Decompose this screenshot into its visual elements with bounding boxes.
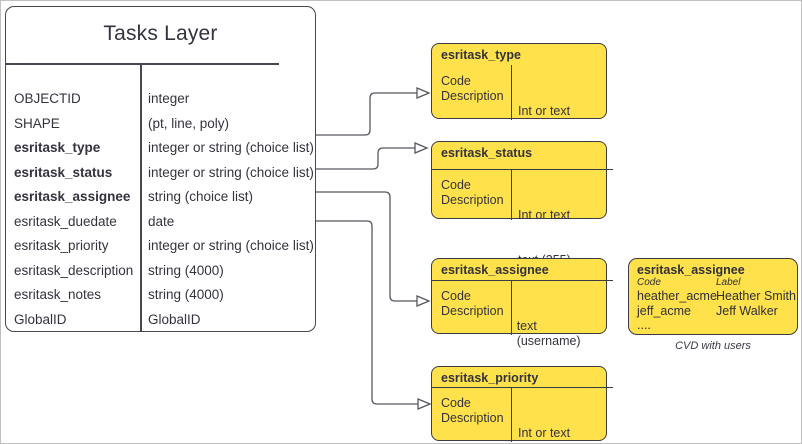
cvd-label-value: Heather Smith (716, 289, 796, 303)
field-type: integer (148, 91, 190, 106)
field-row: esritask_duedate date (6, 210, 315, 235)
open-arrowhead-icon (416, 87, 431, 99)
field-name: esritask_type (14, 140, 101, 155)
cvd-label-header: Label (716, 277, 741, 288)
field-name: esritask_description (14, 262, 134, 278)
domain-code-label: Code (441, 396, 471, 410)
field-name: GlobalID (14, 311, 67, 327)
domain-title: esritask_type (441, 48, 521, 62)
field-type: string (choice list) (148, 189, 254, 204)
field-type: (pt, line, poly) (148, 115, 230, 131)
domain-description-label: Description (441, 304, 504, 318)
field-type: string (4000) (148, 262, 224, 278)
field-name: esritask_assignee (14, 189, 131, 204)
domain-title-divider (431, 387, 613, 389)
domain-column-divider (511, 280, 513, 335)
domain-code-label: Code (441, 178, 471, 192)
domain-column-divider (511, 65, 513, 120)
open-arrowhead-icon (416, 295, 431, 307)
field-row: OBJECTID integer (6, 87, 315, 112)
entity-title-divider (5, 63, 279, 65)
domain-title-divider (431, 280, 613, 282)
field-type: integer or string (choice list) (148, 238, 314, 253)
tasks-layer-entity[interactable]: Tasks Layer OBJECTID integer SHAPE (pt, li… (5, 6, 316, 332)
domain-column-divider (511, 387, 513, 442)
cvd-caption: CVD with users (675, 340, 751, 352)
field-name: esritask_status (14, 164, 113, 180)
domain-title: esritask_assignee (441, 263, 549, 277)
field-type: integer or string (choice list) (148, 164, 314, 180)
field-row: esritask_status integer or string (choice… (6, 161, 315, 186)
domain-type-line: Int or text (518, 208, 571, 222)
field-name: SHAPE (14, 115, 60, 131)
field-row: esritask_type integer or string (choice l… (6, 136, 315, 161)
domain-code-label: Code (441, 74, 471, 88)
field-name: esritask_priority (14, 238, 109, 253)
domain-box-esritask-status[interactable]: esritask_status Code Description Int or … (431, 141, 613, 267)
domain-title: esritask_priority (441, 371, 539, 385)
open-arrowhead-icon (414, 142, 429, 154)
domain-type-line: text (username) (516, 319, 581, 348)
connector-esritask-priority (316, 220, 418, 405)
cvd-ellipsis: .... (637, 318, 651, 332)
domain-column-divider (511, 169, 513, 220)
open-arrowhead-icon (417, 398, 432, 410)
connector-esritask-type (316, 92, 417, 136)
field-type: string (4000) (148, 287, 224, 302)
field-row: esritask_notes string (4000) (6, 283, 315, 308)
connector-esritask-assignee (316, 191, 417, 302)
field-row: esritask_assignee string (choice list) (6, 185, 315, 210)
entity-column-divider (140, 63, 142, 331)
domain-description-label: Description (441, 193, 504, 207)
field-name: esritask_duedate (14, 213, 117, 229)
field-type: GlobalID (148, 311, 201, 327)
field-type: date (148, 213, 175, 229)
domain-title-divider (431, 169, 613, 171)
domain-type-line: Int or text (518, 104, 571, 118)
domain-box-esritask-assignee[interactable]: esritask_assignee Code Description text … (431, 258, 613, 393)
field-name: OBJECTID (14, 91, 81, 106)
cvd-code-value: jeff_acme (637, 303, 691, 318)
entity-field-list: OBJECTID integer SHAPE (pt, line, poly) es… (6, 87, 315, 332)
cvd-label-value (716, 318, 797, 333)
field-type: integer or string (choice list) (148, 140, 314, 155)
domain-title: esritask_status (441, 146, 533, 160)
domain-type-line: Int or text (518, 426, 571, 440)
field-row: esritask_priority integer or string (choi… (6, 234, 315, 259)
connector-esritask-status (316, 147, 415, 170)
domain-box-esritask-type[interactable]: esritask_type Code Description Int or te… (431, 43, 607, 163)
domain-box-esritask-priority[interactable]: esritask_priority Code Description Int o… (431, 366, 613, 442)
field-row: SHAPE (pt, line, poly) (6, 112, 315, 137)
cvd-code-value: heather_acme (637, 289, 717, 303)
cvd-code-header: Code (637, 277, 661, 288)
field-row: esritask_description string (4000) (6, 259, 315, 284)
domain-code-label: Code (441, 289, 471, 303)
entity-title: Tasks Layer (103, 22, 218, 45)
cvd-title: esritask_assignee (637, 263, 745, 277)
cvd-label-value: Jeff Walker (716, 303, 778, 318)
field-row: GlobalID GlobalID (6, 308, 315, 333)
domain-description-label: Description (441, 89, 504, 103)
field-name: esritask_notes (14, 287, 102, 302)
domain-description-label: Description (441, 411, 504, 425)
cvd-box-esritask-assignee[interactable]: esritask_assignee Code Label heather_acm… (628, 258, 798, 335)
